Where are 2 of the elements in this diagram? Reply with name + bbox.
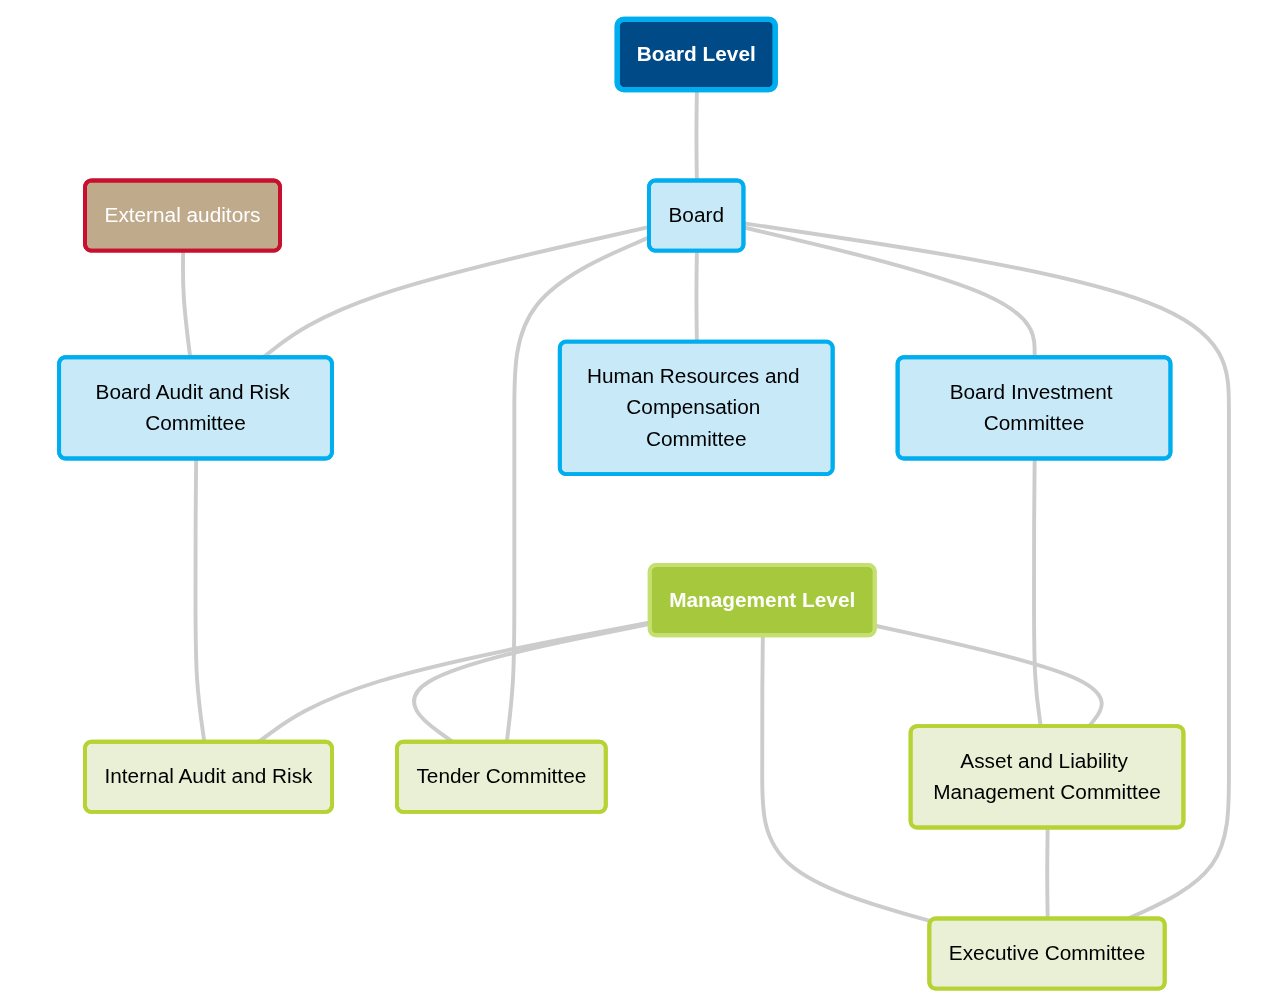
connector [743, 220, 1231, 921]
connector [694, 250, 699, 342]
